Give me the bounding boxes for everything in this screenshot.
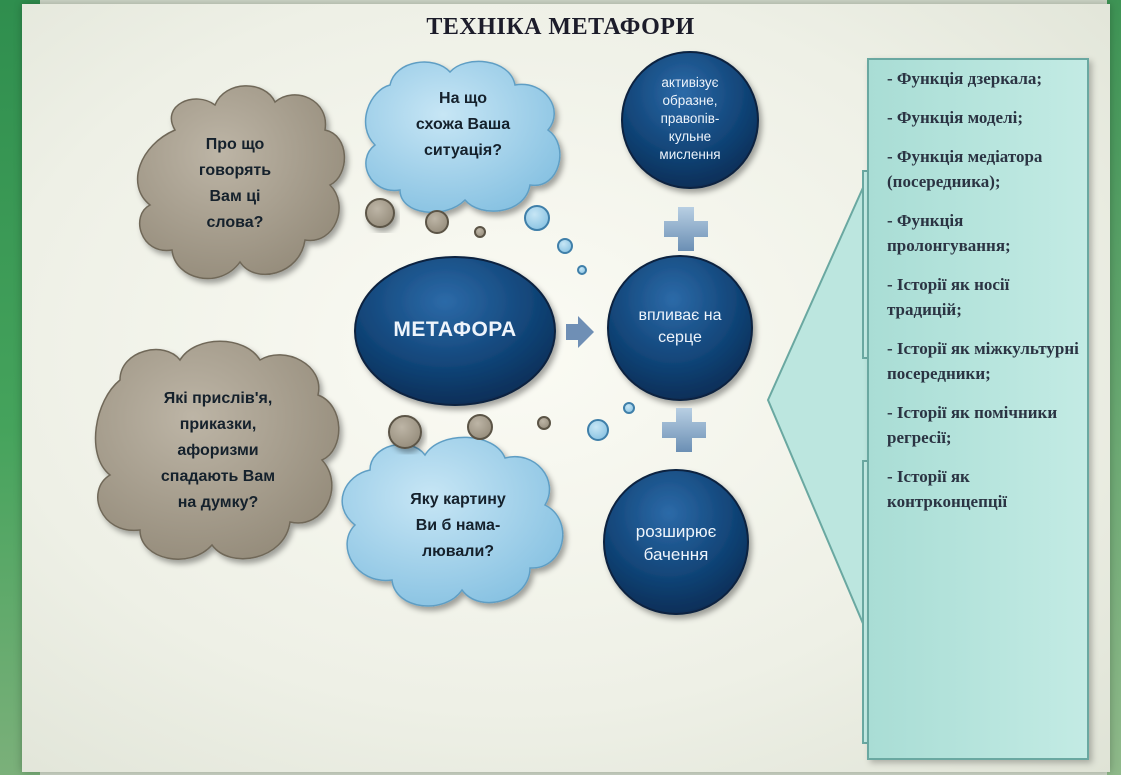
question-cloud-4 [341, 436, 564, 607]
question-cloud-2 [364, 60, 561, 214]
question-line: Ви б нама- [415, 517, 501, 534]
function-item: - Функція медіатора (посередника); [887, 147, 1043, 191]
effect-circle-3 [603, 469, 749, 615]
question-line: Про що [205, 136, 265, 153]
question-line: лювали? [421, 543, 495, 560]
thought-dot [587, 419, 609, 441]
thought-dot [524, 205, 550, 231]
plus-icon [662, 408, 706, 452]
plus-icon [664, 207, 708, 251]
function-item: - Функція пролонгування; [887, 211, 1011, 255]
thought-dot [537, 416, 551, 430]
thought-dot [474, 226, 486, 238]
question-line: приказки, [179, 416, 257, 433]
question-line: говорять [198, 162, 272, 179]
question-line: Які прислів'я, [163, 390, 273, 407]
question-line: спадають Вам [160, 468, 276, 485]
background-edge-right [1107, 0, 1121, 775]
function-item: - Функція дзеркала; [887, 69, 1043, 88]
effect-text-2: впливає на серце [615, 305, 745, 349]
metaphor-label: МЕТАФОРА [393, 318, 517, 341]
question-line: афоризми [177, 442, 259, 459]
effect-circle-1 [621, 51, 759, 189]
question-line: На що [439, 90, 487, 107]
question-cloud-3 [94, 340, 340, 560]
effect-line: образне, [662, 93, 718, 108]
panel-pointer [766, 171, 871, 641]
effect-line: розширює [635, 522, 717, 541]
thought-dot [557, 238, 573, 254]
slide-title: ТЕХНІКА МЕТАФОРИ [426, 14, 695, 40]
thought-dot [577, 265, 587, 275]
thought-dot [467, 414, 493, 440]
metaphor-center [354, 256, 556, 406]
question-line: ситуація? [424, 142, 502, 159]
thought-dot [388, 415, 422, 449]
question-text-1: Про що говорять Вам ці слова? [170, 132, 300, 236]
effect-line: впливає на [638, 307, 722, 324]
effect-line: правопів- [660, 111, 720, 126]
question-line: схожа Ваша [415, 116, 511, 133]
question-line: слова? [206, 214, 264, 231]
function-item: - Історії як контрконцепції [887, 467, 1008, 511]
thought-dot [365, 198, 395, 228]
question-cloud-1 [136, 85, 346, 280]
thought-dot [623, 402, 635, 414]
effect-text-3: розширює бачення [611, 520, 741, 566]
question-line: Вам ці [209, 188, 261, 205]
functions-panel: - Функція дзеркала; - Функція моделі; - … [867, 58, 1089, 760]
question-line: Яку картину [410, 491, 506, 508]
arrow-icon [566, 316, 594, 348]
effect-line: серце [658, 329, 702, 346]
effect-line: активізує [661, 75, 719, 90]
function-item: - Історії як помічники регресії; [887, 403, 1058, 447]
function-item: - Історії як міжкультурні посередники; [887, 339, 1079, 383]
function-item: - Функція моделі; [887, 108, 1023, 127]
thought-dot [425, 210, 449, 234]
effect-line: мислення [659, 147, 721, 162]
question-line: на думку? [177, 494, 259, 511]
effect-line: бачення [643, 545, 709, 564]
effect-text-1: активізує образне, правопів- кульне мисл… [630, 74, 750, 164]
question-text-4: Яку картину Ви б нама- лювали? [378, 487, 538, 565]
effect-circle-2 [607, 255, 753, 401]
question-text-2: На що схожа Ваша ситуація? [393, 86, 533, 164]
function-item: - Історії як носії традицій; [887, 275, 1010, 319]
question-text-3: Які прислів'я, приказки, афоризми спадаю… [128, 386, 308, 516]
effect-line: кульне [668, 129, 712, 144]
